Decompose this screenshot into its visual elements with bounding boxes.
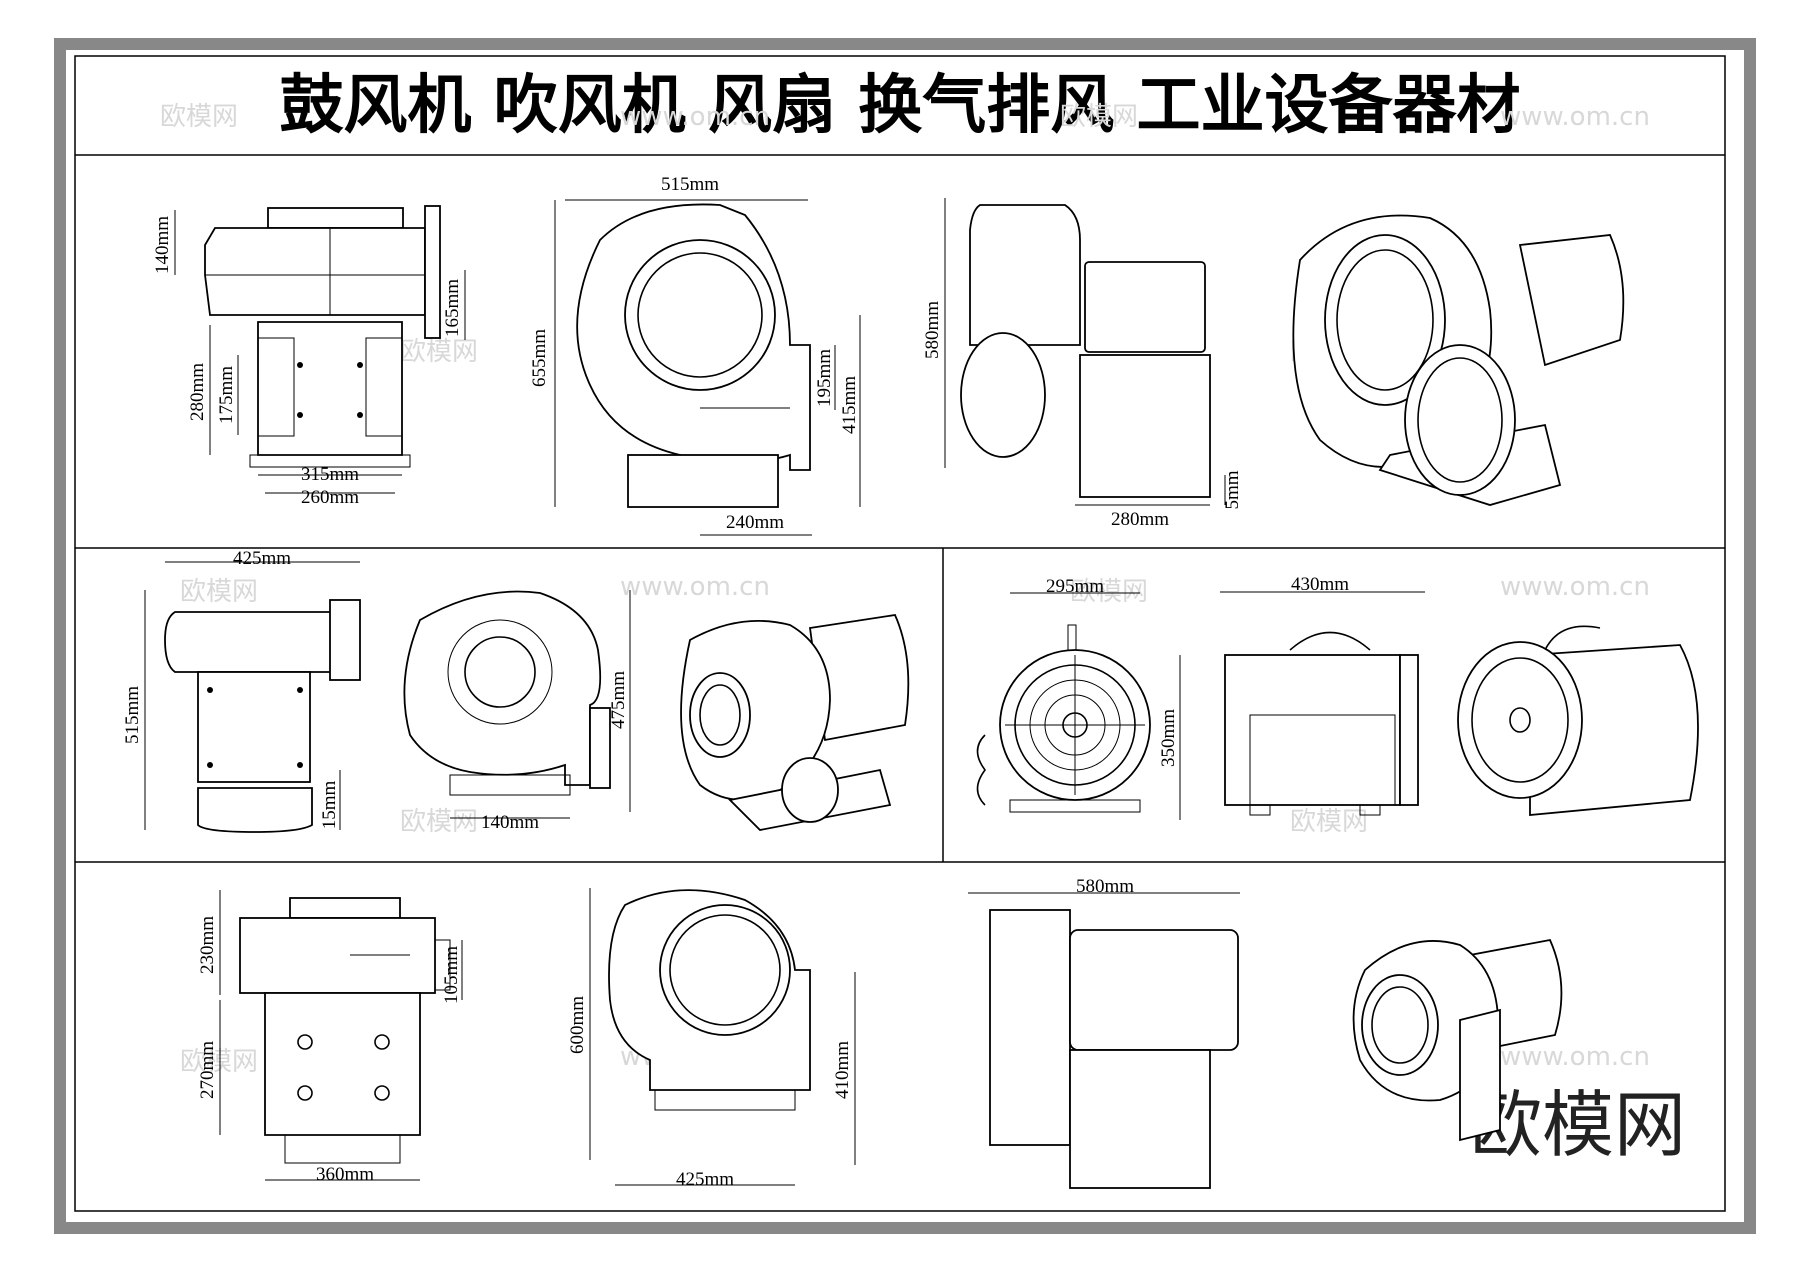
inner-border [74, 55, 1726, 1212]
watermark-brand: 欧模网 [400, 807, 478, 837]
dim-label: 295mm [1046, 576, 1104, 597]
watermark-layer: 欧模网 www.om.cn 欧模网 www.om.cn 欧模网 欧模网 欧模网 … [160, 102, 1686, 1167]
watermark-brand: 欧模网 [160, 102, 238, 132]
watermark-brand: 欧模网 [1290, 807, 1368, 837]
watermark-brand: 欧模网 [400, 337, 478, 367]
dim-label: 655mm [529, 329, 550, 387]
blower-b-isometric [680, 614, 910, 831]
dim-label: 475mm [608, 671, 629, 729]
dim-label: 315mm [301, 464, 359, 485]
blower-a-top-view: 140mm 165mm 280mm 175mm 315mm 260mm [152, 205, 466, 508]
blower-a-front-view: 580mm 280mm 5mm [922, 198, 1243, 530]
dim-label: 15mm [319, 781, 340, 830]
watermark-brand: 欧模网 [1060, 102, 1138, 132]
fan-c-front-view: 295mm 350mm [976, 576, 1181, 820]
blower-b-front-view: 425mm 515mm 15mm [122, 548, 361, 833]
dim-label: 105mm [441, 946, 462, 1004]
blower-b-side-view: 475mm 140mm [403, 590, 631, 833]
dim-label: 260mm [301, 487, 359, 508]
dim-label: 270mm [197, 1041, 218, 1099]
dim-label: 280mm [1111, 509, 1169, 530]
dim-label: 165mm [442, 279, 463, 337]
dim-label: 600mm [567, 996, 588, 1054]
dim-label: 350mm [1158, 709, 1179, 767]
dim-label: 5mm [1222, 470, 1243, 509]
blower-a-isometric [1292, 214, 1625, 506]
dim-label: 360mm [316, 1164, 374, 1185]
watermark-brand: 欧模网 [180, 1047, 258, 1077]
dim-label: 415mm [839, 376, 860, 434]
dim-label: 240mm [726, 512, 784, 533]
dim-label: 410mm [832, 1041, 853, 1099]
fan-c-side-view: 430mm [1220, 574, 1425, 816]
blower-d-front-view: 580mm [968, 876, 1240, 1189]
watermark-site: www.om.cn [1500, 572, 1650, 602]
blower-d-side-view: 600mm 410mm 425mm [567, 888, 856, 1190]
dim-label: 280mm [187, 363, 208, 421]
dim-label: 140mm [481, 812, 539, 833]
watermark-site: www.om.cn [1500, 1042, 1650, 1072]
dim-label: 230mm [197, 916, 218, 974]
watermark-brand: 欧模网 [180, 577, 258, 607]
page-title: 鼓风机 吹风机 风扇 换气排风 工业设备器材 [279, 69, 1520, 143]
watermark-site: www.om.cn [620, 102, 770, 132]
dim-label: 195mm [814, 349, 835, 407]
corner-brand-logo: 欧模网 [1470, 1083, 1686, 1167]
blower-a-side-view: 515mm 655mm 195mm 415mm 240mm [529, 174, 861, 536]
dim-label: 430mm [1291, 574, 1349, 595]
watermark-brand: 欧模网 [1070, 577, 1148, 607]
watermark-site: www.om.cn [620, 572, 770, 602]
dim-label: 425mm [233, 548, 291, 569]
dim-label: 515mm [661, 174, 719, 195]
dim-label: 175mm [216, 366, 237, 424]
dim-label: 140mm [152, 216, 173, 274]
frame-border [54, 38, 1756, 1234]
dim-label: 580mm [922, 301, 943, 359]
blower-d-isometric [1352, 938, 1563, 1142]
fan-c-isometric [1457, 625, 1699, 816]
watermark-site: www.om.cn [1500, 102, 1650, 132]
dim-label: 515mm [122, 686, 143, 744]
blower-d-top-view: 230mm 105mm 270mm 360mm [197, 890, 463, 1185]
dim-label: 580mm [1076, 876, 1134, 897]
dim-label: 425mm [676, 1169, 734, 1190]
